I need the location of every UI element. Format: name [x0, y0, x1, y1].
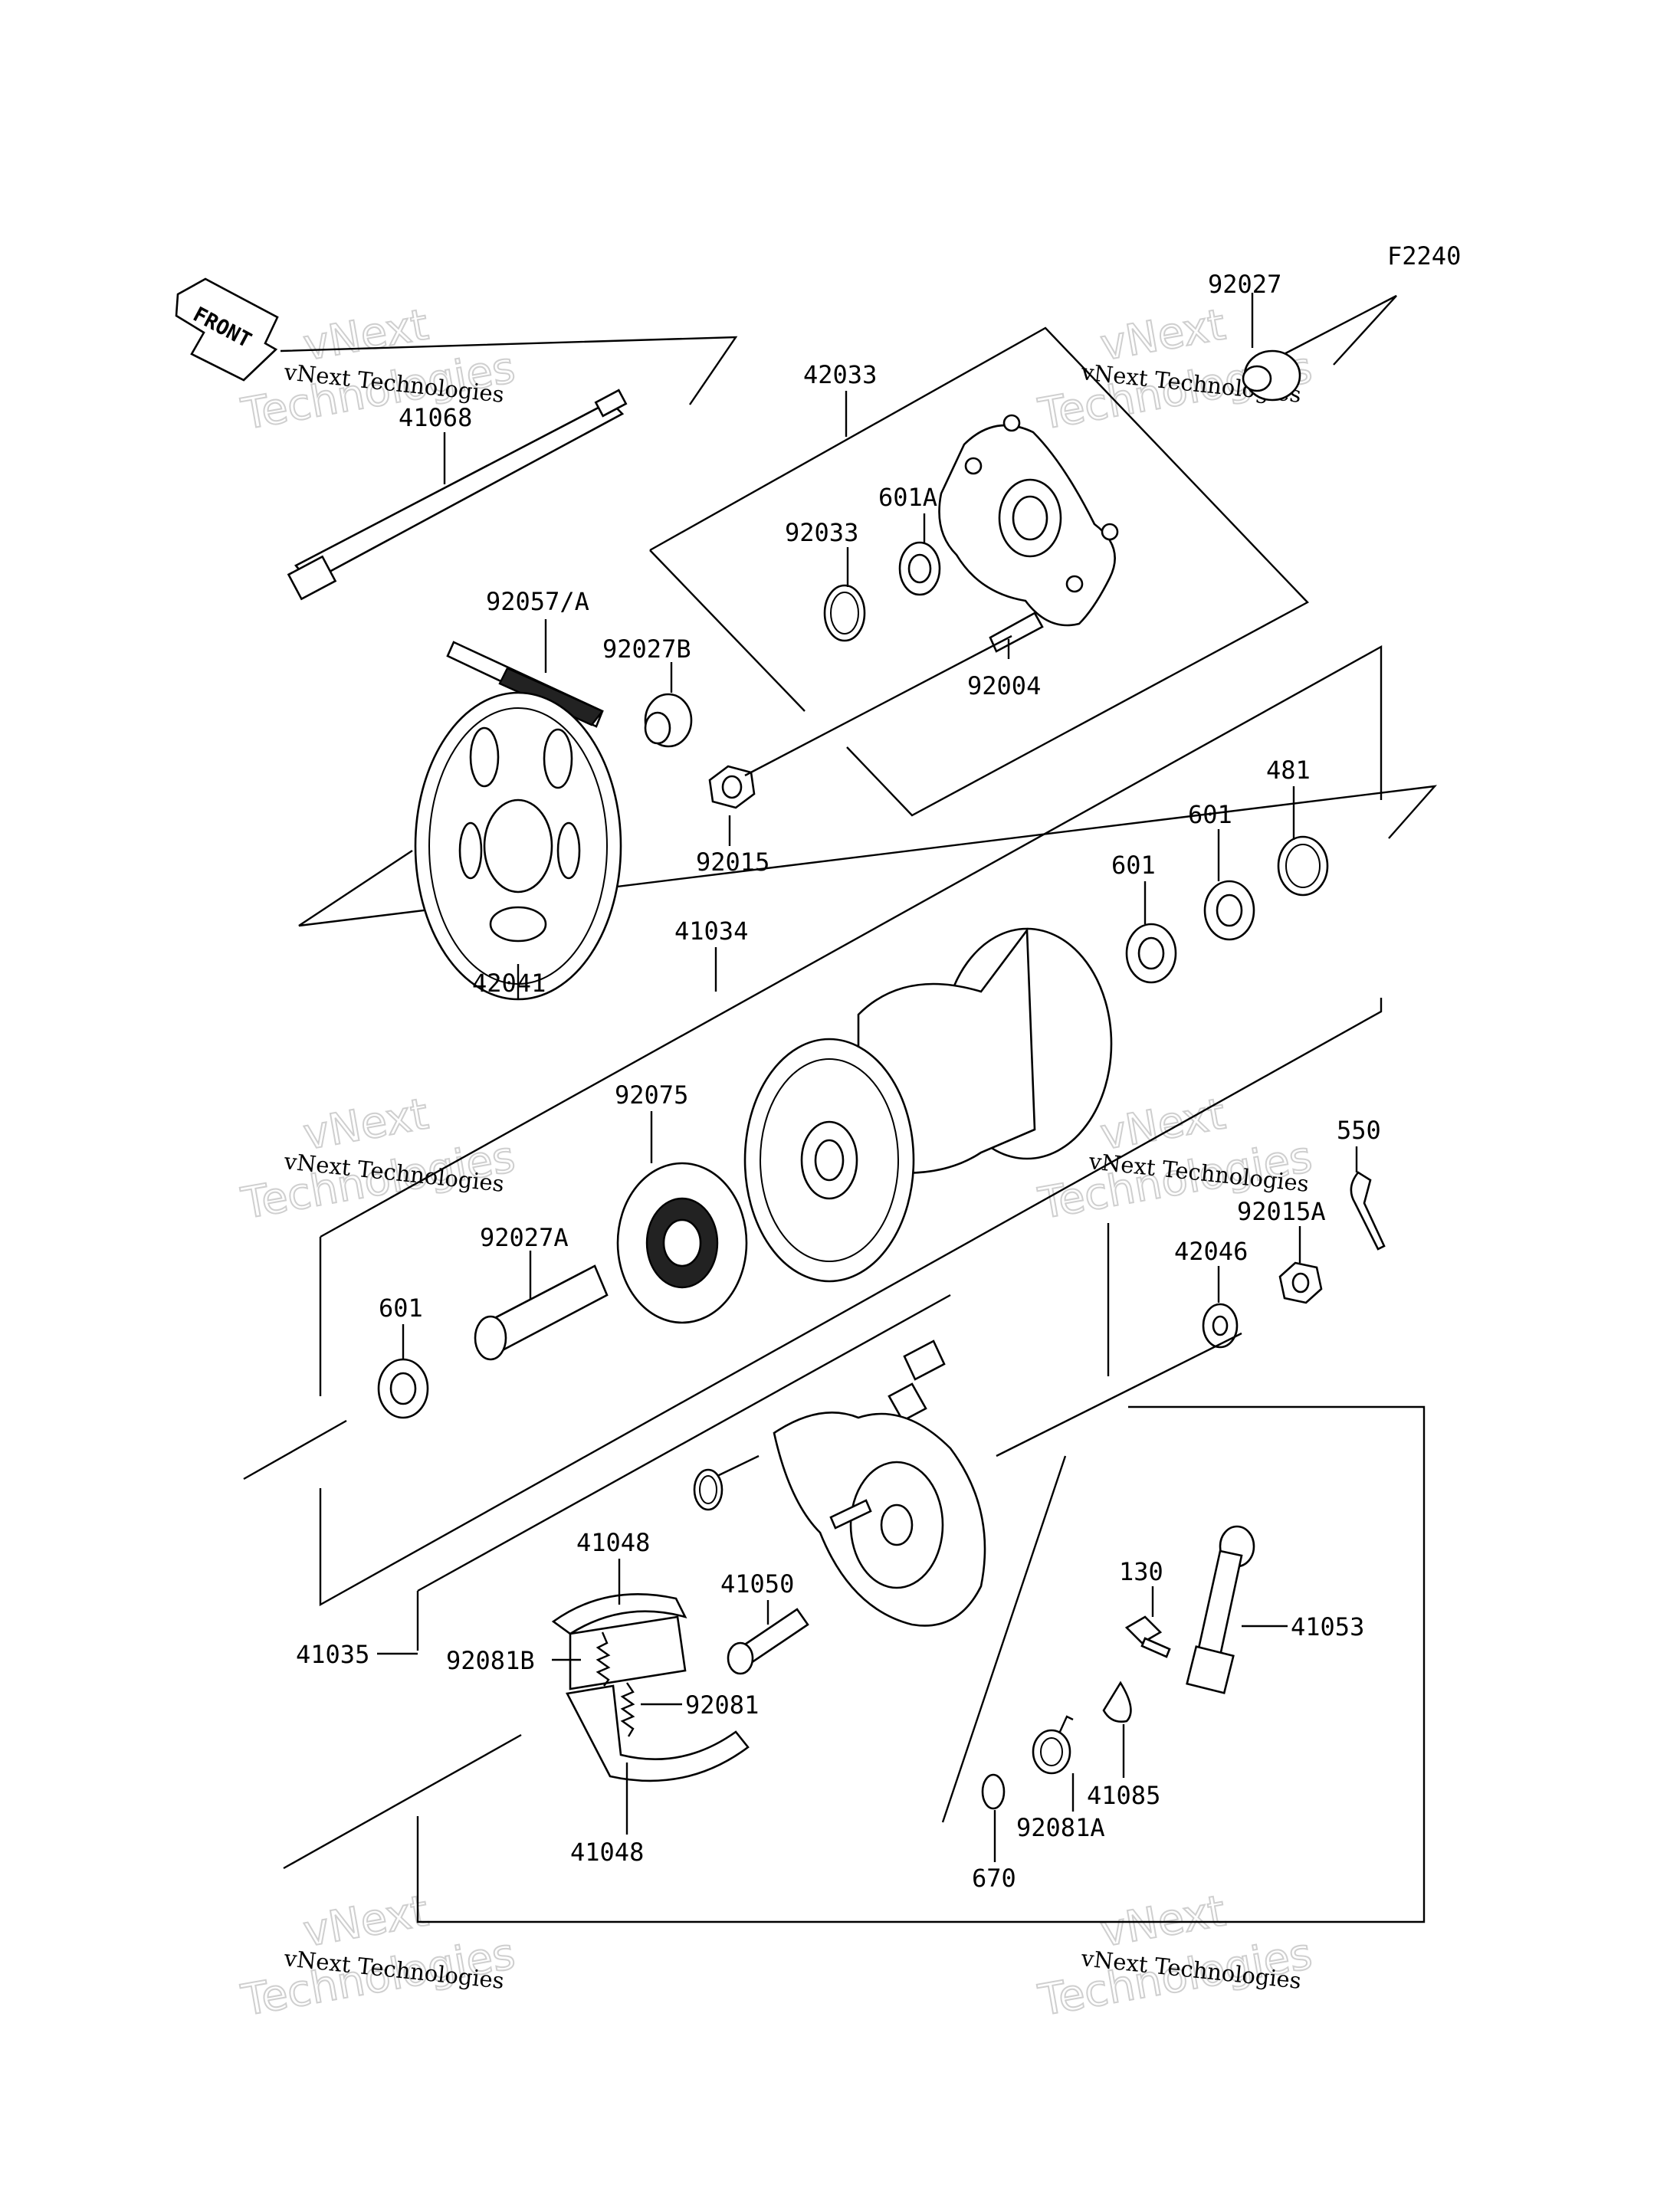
brake-lever-41053 [1186, 1525, 1255, 1694]
nut-92015A [1278, 1261, 1323, 1304]
group-outline-41034 [319, 644, 1383, 1607]
sprocket-42041 [414, 691, 622, 1001]
label-550: 550 [1337, 1116, 1381, 1145]
label-41048-top: 41048 [576, 1528, 650, 1557]
label-42046: 42046 [1174, 1237, 1248, 1266]
label-670: 670 [972, 1864, 1016, 1893]
label-481: 481 [1266, 756, 1311, 785]
leader-lines [377, 293, 1358, 1862]
label-601-middle: 601 [1111, 851, 1156, 880]
label-92057A: 92057/A [486, 587, 589, 616]
front-arrow-icon: FRONT [175, 277, 279, 382]
label-41050: 41050 [720, 1569, 794, 1599]
label-92015A: 92015A [1237, 1197, 1326, 1226]
bolt-brake-panel [888, 1340, 946, 1422]
brake-shoe-41048-top [551, 1592, 687, 1690]
bearing-601-upper [1203, 880, 1255, 941]
snap-ring-brake [693, 1468, 724, 1511]
label-42041: 42041 [472, 969, 546, 998]
label-41048-bottom: 41048 [570, 1838, 644, 1867]
label-41034: 41034 [674, 917, 748, 946]
watermark-bottom-right: vNext Technologies vNext Technologies [1034, 1885, 1317, 2027]
watermark-bottom-left: vNext Technologies vNext Technologies [237, 1885, 520, 2027]
axis-break-marks [243, 294, 1437, 1870]
stud-92004 [989, 612, 1044, 653]
label-92004: 92004 [967, 671, 1041, 700]
group-outline-41035 [416, 1294, 1426, 1923]
washer-42046 [1202, 1303, 1239, 1349]
part-labels: 41068 42033 92027 601A 92033 92057/A 920… [296, 270, 1381, 1893]
diagram-code: F2240 [1387, 241, 1461, 271]
watermark-top-left: vNext Technologies vNext Technologies [237, 299, 520, 441]
label-42033: 42033 [803, 360, 877, 389]
label-92075: 92075 [615, 1080, 688, 1110]
sprocket-hub-42033 [938, 414, 1119, 627]
bearing-601-middle [1125, 923, 1177, 984]
label-41068: 41068 [399, 403, 472, 432]
label-41035: 41035 [296, 1640, 369, 1669]
label-41053: 41053 [1291, 1612, 1364, 1641]
bearing-601A [898, 541, 941, 596]
spring-92081A [1032, 1715, 1074, 1775]
spring-92081B [596, 1631, 611, 1687]
damper-92075 [616, 1162, 748, 1324]
spring-92081 [620, 1682, 635, 1737]
label-130: 130 [1119, 1557, 1163, 1586]
label-601A: 601A [878, 483, 937, 512]
watermark-mid-left: vNext Technologies vNext Technologies [237, 1088, 520, 1230]
brake-shoe-41048-bottom [566, 1684, 750, 1782]
label-92033: 92033 [785, 518, 858, 547]
spacer-92027 [1242, 349, 1301, 402]
o-ring-670 [981, 1773, 1006, 1810]
bolt-130 [1124, 1615, 1171, 1658]
wheel-hub-41034 [743, 927, 1113, 1283]
label-601-upper: 601 [1188, 800, 1232, 829]
bearing-601-lower [377, 1358, 429, 1419]
brake-panel-41035 [773, 1412, 986, 1627]
label-92081A: 92081A [1016, 1813, 1105, 1842]
collar-92027A [474, 1264, 609, 1361]
collar-92027B [644, 693, 693, 748]
label-92081B: 92081B [446, 1646, 535, 1675]
label-92081: 92081 [685, 1690, 759, 1720]
brake-cam-41050 [727, 1608, 809, 1675]
indicator-41085 [1102, 1681, 1132, 1723]
label-41085: 41085 [1087, 1781, 1160, 1810]
nut-92015 [708, 765, 756, 809]
axle-41068 [287, 389, 628, 601]
label-92027B: 92027B [602, 635, 691, 664]
cotter-pin-550 [1350, 1171, 1386, 1251]
drive-chain-92057 [446, 641, 604, 728]
label-92027: 92027 [1208, 270, 1281, 299]
label-601-lower: 601 [379, 1294, 423, 1323]
circlip-92033 [823, 584, 866, 642]
label-92015: 92015 [696, 848, 769, 877]
circlip-481 [1277, 835, 1329, 897]
label-92027A: 92027A [480, 1223, 569, 1252]
group-outline-42033 [649, 326, 1309, 817]
